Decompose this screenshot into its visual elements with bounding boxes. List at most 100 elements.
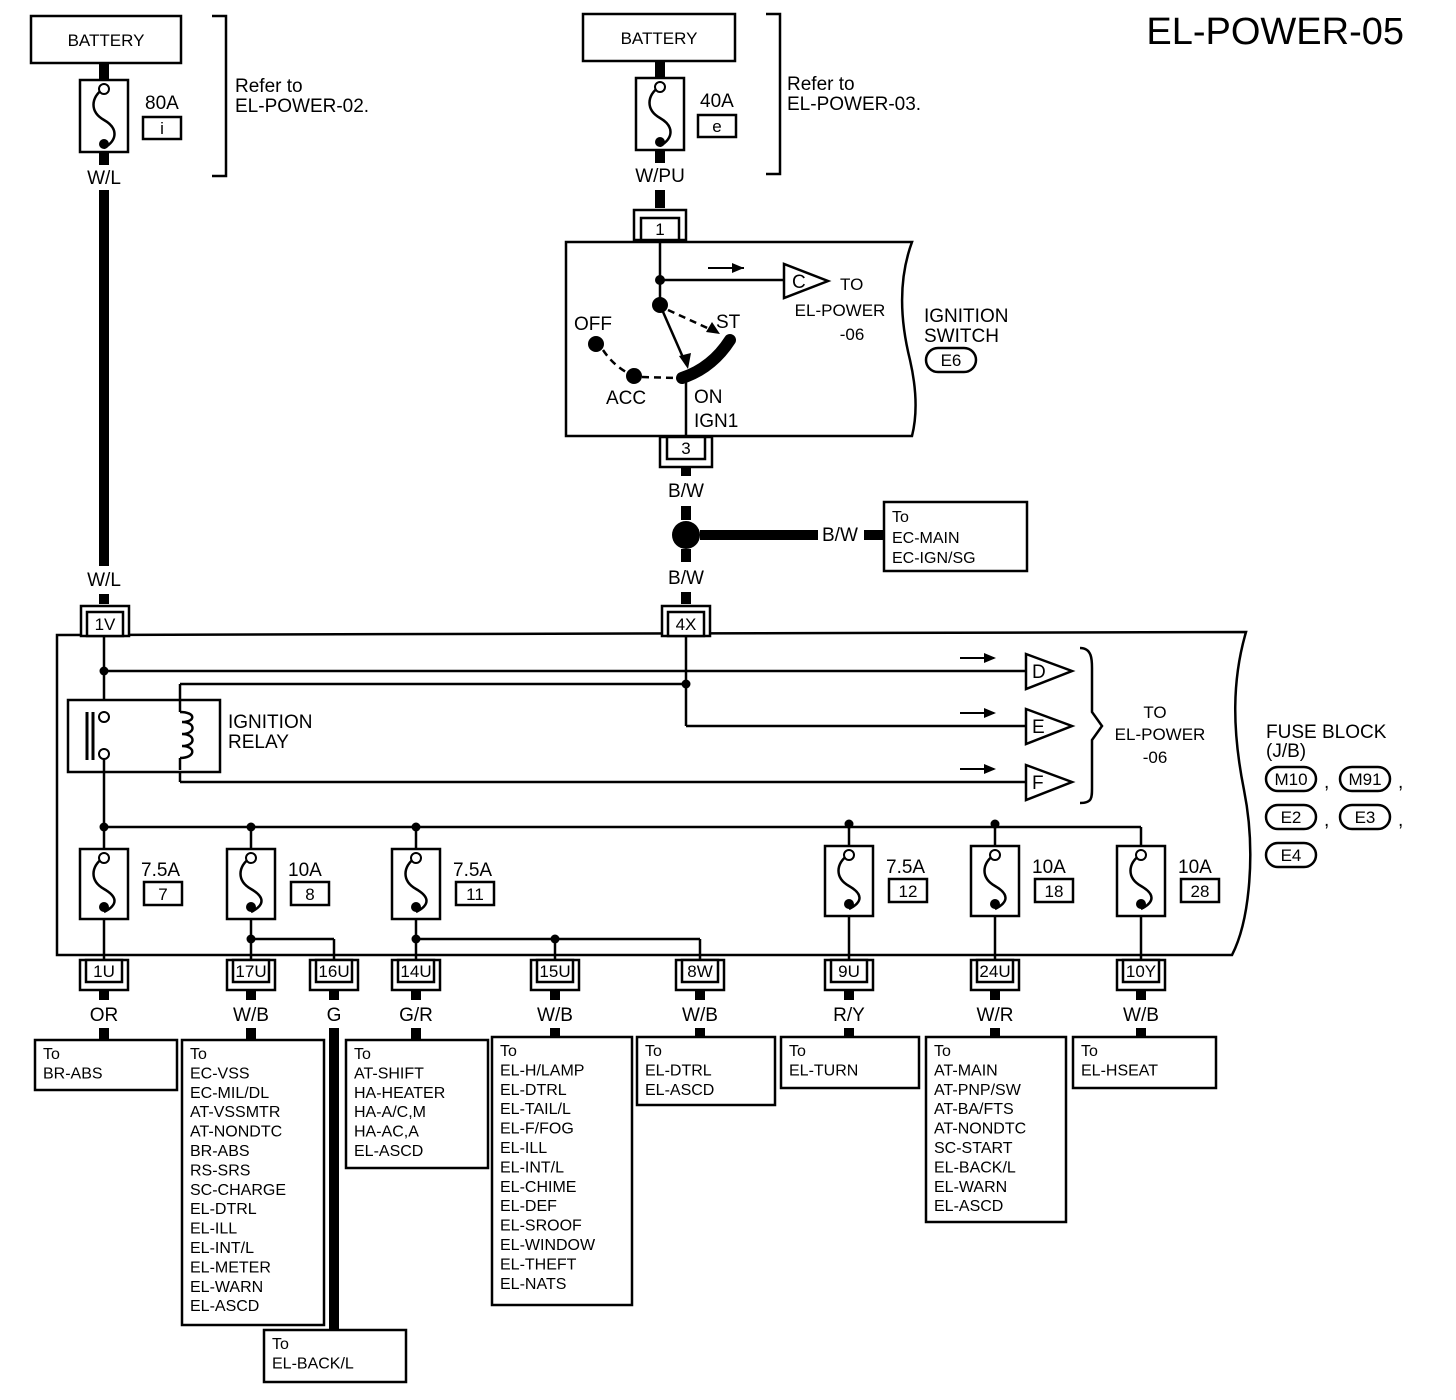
dest-17U-13: EL-ASCD [190,1298,259,1315]
fuse-80a-id: i [160,119,164,138]
dest-17U-12: EL-WARN [190,1279,263,1296]
dest-box-8W [635,1035,777,1107]
dest-15U-12: EL-NATS [500,1276,566,1293]
wire-10Y: W/B [1123,1005,1159,1026]
battery-left: BATTERY [29,14,183,65]
wire-24U: W/R [977,1005,1014,1026]
dest-15U-4: EL-F/FOG [500,1121,574,1138]
dest-17U-7: SC-CHARGE [190,1182,286,1199]
dest-box-9U [779,1035,921,1090]
fuse-num-11: 11 [466,885,484,904]
connector-c-letter: C [792,272,806,293]
fuse-amp-12: 7.5A [886,857,925,878]
outputs-to-1: TO [1143,703,1166,722]
refer-left-2: EL-POWER-02. [235,96,369,117]
connector-10Y: 10Y [1126,962,1156,981]
connector-1U: 1U [93,962,115,981]
conn-m91: M91 [1348,770,1381,789]
fuse-num-28: 28 [1191,882,1210,901]
fuse-11: 7.5A 11 [390,827,496,960]
dest-17U-2: EC-MIL/DL [190,1085,269,1102]
ignition-switch: 1 C TO EL-POWER -06 OFF ST ACC ON IGN1 [564,208,917,438]
fuse-amp-11: 7.5A [453,860,492,881]
battery-left-label: BATTERY [68,31,145,50]
dest-ecmain-0: To [892,509,909,526]
dest-15U-7: EL-CHIME [500,1179,576,1196]
output-d: D [1032,662,1046,683]
dest-24U-2: AT-PNP/SW [934,1082,1022,1099]
outputs-to-2: EL-POWER [1115,725,1206,744]
dest-24U-5: SC-START [934,1140,1013,1157]
connector-9U: 9U [838,962,860,981]
fuse-40a [634,76,686,152]
output-24U: 24UW/RToAT-MAINAT-PNP/SWAT-BA/FTSAT-NOND… [924,958,1068,1224]
connector-16U: 16U [318,962,349,981]
dest-14U-1: AT-SHIFT [354,1065,424,1082]
conn-sep-3: , [1324,810,1329,831]
dest-17U-8: EL-DTRL [190,1201,257,1218]
dest-box-16U [262,1328,408,1384]
dest-15U-11: EL-THEFT [500,1256,577,1273]
to-c-label-2: EL-POWER [795,301,886,320]
dest-17U-0: To [190,1046,207,1063]
pos-on: ON [694,387,723,408]
dest-15U-9: EL-SROOF [500,1218,582,1235]
dest-1U-0: To [43,1046,60,1063]
dest-24U-1: AT-MAIN [934,1062,998,1079]
dest-14U-0: To [354,1046,371,1063]
pos-acc: ACC [606,388,646,409]
output-17U: 17UW/BToEC-VSSEC-MIL/DLAT-VSSMTRAT-NONDT… [180,958,326,1327]
dest-14U-3: HA-A/C,M [354,1104,426,1121]
dest-8W-2: EL-ASCD [645,1082,714,1099]
fuse-amp-28: 10A [1178,857,1212,878]
dest-17U-1: EC-VSS [190,1065,250,1082]
refer-right-2: EL-POWER-03. [787,94,921,115]
conn-m10: M10 [1274,770,1307,789]
dest-9U-0: To [789,1043,806,1060]
battery-right-label: BATTERY [621,29,698,48]
relay-label-1: IGNITION [228,712,312,733]
wire-bw-right: B/W [822,525,858,546]
dest-10Y-0: To [1081,1043,1098,1060]
dest-box-17U [180,1038,326,1327]
dest-17U-4: AT-NONDTC [190,1124,282,1141]
wire-wl-top: W/L [87,168,121,189]
wire-15U: W/B [537,1005,573,1026]
fuse-num-8: 8 [305,885,314,904]
diagram-title: EL-POWER-05 [1146,11,1404,53]
to-c-label-3: -06 [840,325,865,344]
conn-sep-1: , [1324,772,1329,793]
fuse-num-12: 12 [899,882,918,901]
wire-17U: W/B [233,1005,269,1026]
wire-wpu: W/PU [635,166,685,187]
dest-17U-11: EL-METER [190,1259,271,1276]
fuse-amp-8: 10A [288,860,322,881]
conn-e3: E3 [1355,808,1376,827]
connector-24U: 24U [979,962,1010,981]
dest-ecmain-1: EC-MAIN [892,530,960,547]
wire-1U: OR [90,1005,119,1026]
dest-9U-1: EL-TURN [789,1062,858,1079]
connector-15U: 15U [539,962,570,981]
dest-box-1U [33,1038,179,1092]
fuse-40a-id: e [712,117,721,136]
dest-17U-3: AT-VSSMTR [190,1104,280,1121]
dest-box-24U [924,1035,1068,1224]
dest-14U-4: HA-AC,A [354,1124,419,1141]
pos-ign1: IGN1 [694,411,738,432]
outputs-to-3: -06 [1143,748,1168,767]
dest-15U-0: To [500,1043,517,1060]
refer-right-1: Refer to [787,74,855,95]
fuse-80a-amp: 80A [145,93,179,114]
dest-16U-1: EL-BACK/L [272,1355,354,1372]
output-f: F [1032,773,1044,794]
dest-24U-8: EL-ASCD [934,1198,1003,1215]
dest-box-10Y [1071,1035,1218,1090]
wire-14U: G/R [399,1005,433,1026]
connector-4x: 4X [676,615,697,634]
dest-17U-6: RS-SRS [190,1162,250,1179]
dest-14U-2: HA-HEATER [354,1085,445,1102]
output-14U: 14UG/RToAT-SHIFTHA-HEATERHA-A/C,MHA-AC,A… [344,958,490,1170]
